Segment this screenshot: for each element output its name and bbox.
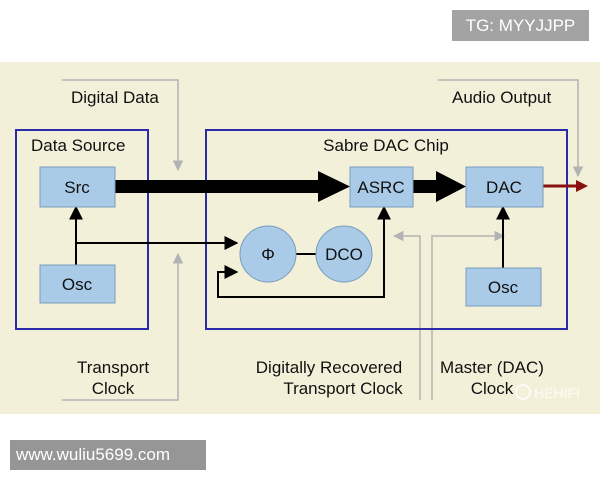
transport-clock-label-line1: Transport <box>77 358 149 377</box>
asrc-block <box>349 166 414 208</box>
src-label: Src <box>64 178 90 197</box>
url-badge: www.wuliu5699.com <box>10 440 206 470</box>
tg-badge: TG: MYYJJPP <box>452 10 589 41</box>
sabre-chip-frame <box>205 129 568 330</box>
asrc-label: ASRC <box>357 178 404 197</box>
transport-clock-label-line2: Clock <box>92 379 135 398</box>
callout-lines <box>62 79 584 401</box>
audio-output-label: Audio Output <box>452 88 552 107</box>
data-source-frame <box>15 129 149 330</box>
digital-data-label: Digital Data <box>71 88 159 107</box>
osc-source-label: Osc <box>62 275 93 294</box>
osc-master-label: Osc <box>488 278 519 297</box>
dco-label: DCO <box>325 245 363 264</box>
master-clock-label-line1: Master (DAC) <box>440 358 544 377</box>
callout-audio-output <box>438 79 584 178</box>
dco-feedback <box>217 254 385 298</box>
callout-transport-clock <box>62 252 184 401</box>
osc-master-block <box>465 267 542 307</box>
callout-digital-data <box>62 79 184 172</box>
clock-paths <box>69 205 510 298</box>
digital-data-path <box>115 171 466 202</box>
callout-master-clock <box>431 230 506 400</box>
phi-label: Φ <box>261 245 275 264</box>
recovered-clock-label-line2: Transport Clock <box>283 379 403 398</box>
dac-block <box>465 166 544 208</box>
master-clock-label-line2: Clock <box>471 379 514 398</box>
sabre-chip-title: Sabre DAC Chip <box>323 136 449 155</box>
recovered-clock-label-line1: Digitally Recovered <box>256 358 402 377</box>
dco-node <box>315 225 373 283</box>
src-block <box>39 166 116 208</box>
osc-source-block <box>39 264 116 304</box>
callout-recovered-clock <box>392 230 421 400</box>
data-source-title: Data Source <box>31 136 126 155</box>
watermark-text: HEHIFI <box>534 385 580 401</box>
watermark: HEHIFI <box>515 384 580 401</box>
phi-node <box>239 225 297 283</box>
watermark-icon <box>515 384 531 400</box>
dac-label: DAC <box>486 178 522 197</box>
output-arrow <box>543 180 588 192</box>
